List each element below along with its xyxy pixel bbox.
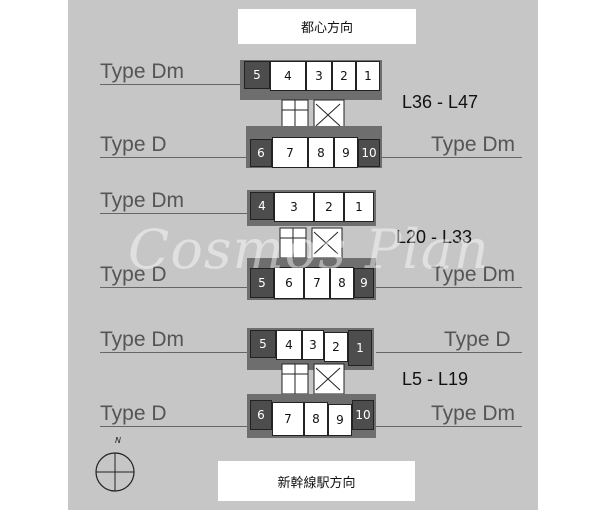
watermark-text: Cosmos Plan — [128, 218, 490, 281]
type-label-b2-bottom-right: Type Dm — [431, 263, 516, 286]
unit-b1-top: 4 — [270, 61, 306, 91]
unit-b2-bottom: 8 — [330, 267, 354, 299]
elevator-core-b1 — [281, 99, 345, 131]
unit-b3-top: 2 — [324, 332, 348, 362]
unit-b1-bottom: 6 — [250, 139, 272, 167]
type-label-b1-top-left: Type Dm — [100, 60, 185, 83]
level-range-b1: L36 - L47 — [402, 92, 479, 112]
unit-b3-top: 3 — [302, 330, 324, 360]
unit-b2-top: 1 — [344, 192, 374, 222]
compass-north-label: N — [115, 436, 121, 445]
level-range-b3: L5 - L19 — [402, 369, 469, 389]
unit-b3-bottom: 8 — [304, 402, 328, 436]
unit-b1-bottom: 10 — [358, 139, 380, 167]
unit-b2-top: 4 — [250, 192, 274, 220]
unit-b3-bottom: 6 — [250, 400, 272, 430]
elevator-core-b3 — [281, 363, 345, 395]
unit-b2-top: 2 — [314, 192, 344, 222]
unit-b1-bottom: 7 — [272, 137, 308, 168]
elevator-core-b2 — [279, 227, 343, 259]
unit-b1-bottom: 8 — [308, 137, 334, 168]
unit-b3-top: 5 — [250, 330, 276, 358]
type-label-b1-bottom-left: Type D — [100, 133, 167, 156]
unit-b2-bottom: 6 — [274, 267, 304, 299]
unit-b3-bottom: 7 — [272, 402, 304, 436]
unit-b3-bottom: 10 — [352, 400, 374, 430]
unit-b1-top: 5 — [244, 61, 270, 89]
type-label-b3-bottom-left: Type D — [100, 402, 167, 425]
type-label-b3-top-left: Type Dm — [100, 328, 185, 351]
unit-b1-top: 1 — [356, 61, 380, 91]
unit-b3-bottom: 9 — [328, 404, 352, 436]
unit-b3-top: 4 — [276, 330, 302, 360]
unit-b2-top: 3 — [274, 192, 314, 222]
level-range-b2: L20 - L33 — [396, 227, 473, 247]
type-label-b2-bottom-left: Type D — [100, 263, 167, 286]
north-compass-icon — [95, 452, 135, 492]
unit-b1-top: 2 — [332, 61, 356, 91]
unit-b1-bottom: 9 — [334, 137, 358, 168]
unit-b1-top: 3 — [306, 61, 332, 91]
type-label-b2-top-left: Type Dm — [100, 189, 185, 212]
unit-b2-bottom: 7 — [304, 267, 330, 299]
direction-sign-bottom: 新幹線駅方向 — [218, 461, 415, 501]
type-label-b1-bottom-right: Type Dm — [431, 133, 516, 156]
direction-sign-top: 都心方向 — [238, 9, 416, 44]
type-label-b3-top-right: Type D — [444, 328, 511, 351]
type-label-b3-bottom-right: Type Dm — [431, 402, 516, 425]
unit-b2-bottom: 5 — [250, 268, 274, 298]
unit-b3-top: 1 — [348, 330, 372, 366]
unit-b2-bottom: 9 — [354, 268, 374, 298]
